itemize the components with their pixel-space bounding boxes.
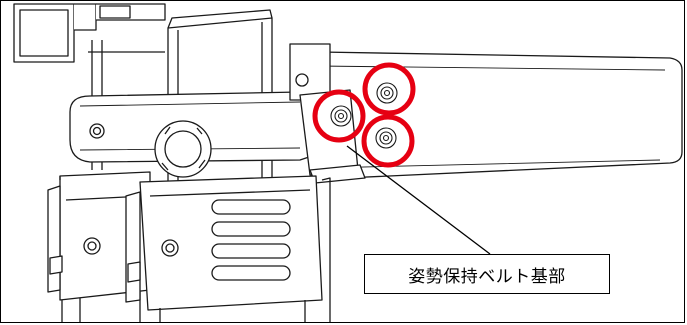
highlight-circle-top [362, 62, 416, 116]
callout-label: 姿勢保持ベルト基部 [408, 266, 566, 287]
right-column-edge [321, 177, 331, 322]
highlight-circle-left [312, 89, 366, 143]
highlight-circle-bottom [361, 114, 415, 168]
upper-left-bracket [13, 3, 166, 63]
adjustment-knob [154, 120, 212, 178]
lower-center-clip [125, 175, 323, 322]
callout-leader-line [346, 145, 491, 255]
screw-top [376, 82, 398, 104]
screw-left [330, 105, 352, 127]
red-highlight-circles [312, 62, 416, 168]
screw-heads [330, 82, 398, 149]
screw-bottom [375, 127, 397, 149]
callout-box: 姿勢保持ベルト基部 [364, 254, 610, 294]
